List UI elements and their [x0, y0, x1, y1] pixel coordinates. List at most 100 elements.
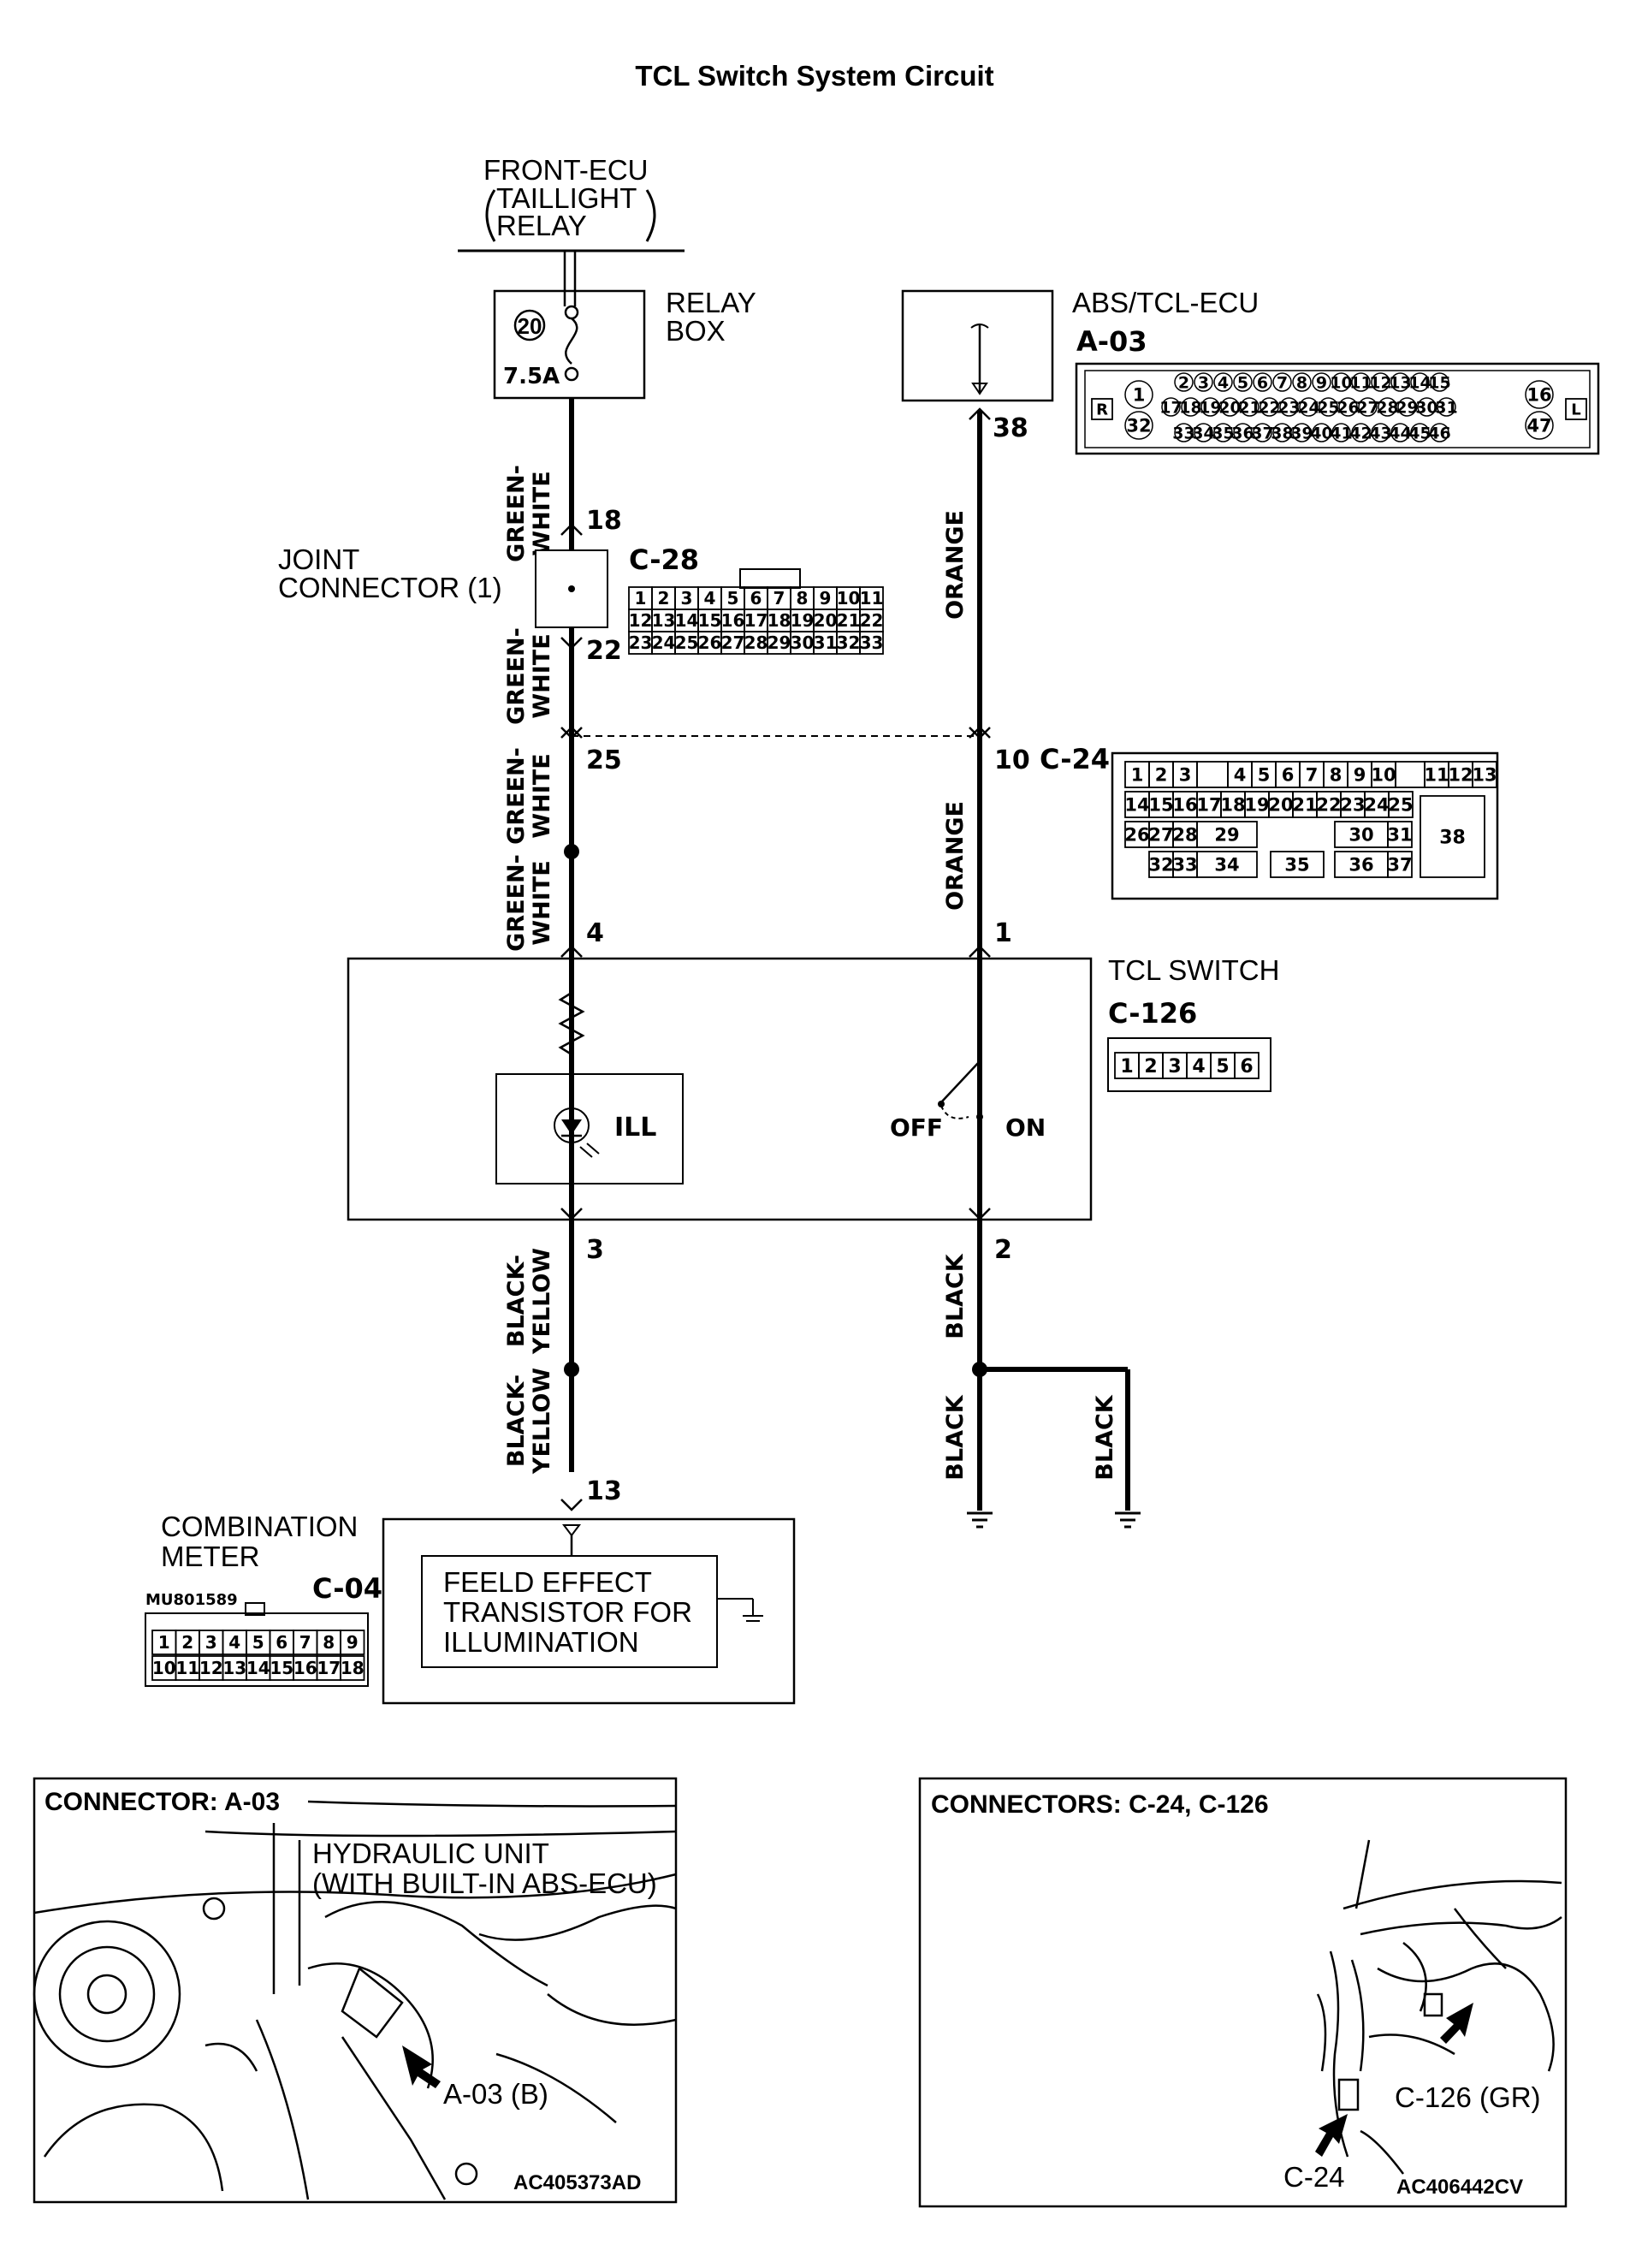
- a03-pin-39: 39: [1290, 424, 1313, 442]
- c24-pin-11: 11: [1424, 765, 1449, 786]
- a03-pin-47-cell: [1525, 411, 1554, 440]
- a03-pin-2-cell: [1174, 372, 1194, 392]
- front-ecu-block: FRONT-ECU TAILLIGHT RELAY: [458, 154, 685, 252]
- c04-pin-6: 6: [276, 1632, 287, 1653]
- switch-pin-2: 2: [994, 1235, 1012, 1265]
- c24-pin-35: 35: [1284, 855, 1309, 876]
- page-title: TCL Switch System Circuit: [635, 60, 993, 92]
- c28-pin-21: 21: [837, 610, 861, 631]
- a03-pin-24-cell: [1299, 397, 1319, 417]
- c04-pin-7: 7: [299, 1632, 311, 1653]
- c24-blank-b-cell: [1395, 761, 1426, 788]
- a03-pin-32-cell: [1124, 411, 1153, 440]
- c24-pin-20: 20: [1268, 795, 1293, 816]
- c24-pin-12: 12: [1448, 765, 1473, 786]
- c24-pin-8: 8: [1330, 765, 1343, 786]
- wire-label-black-yellow-2: BLACK-YELLOW: [503, 1368, 555, 1475]
- wire-label-green-white-1: GREEN-WHITE: [503, 465, 555, 562]
- engine-bay-illustration: [33, 1800, 677, 2200]
- c24-pin-29: 29: [1214, 825, 1239, 846]
- a03-pin-7: 7: [1277, 373, 1288, 392]
- c28-pin-2: 2: [658, 588, 670, 609]
- meter-part-number: MU801589: [145, 1591, 238, 1609]
- switch-off-label: OFF: [890, 1113, 943, 1142]
- a03-pin-38: 38: [1271, 424, 1293, 442]
- fuse-number-circle: [513, 309, 546, 341]
- a03-pin-1-cell: [1124, 380, 1153, 409]
- a03-pin-12-cell: [1371, 372, 1390, 392]
- c28-pin-18: 18: [768, 610, 791, 631]
- panel-c24-callout1: C-126 (GR): [1395, 2081, 1541, 2113]
- c04-pin-18-cell: [340, 1655, 365, 1681]
- c28-pin-5: 5: [727, 588, 739, 609]
- c24-pin-10: 10: [994, 745, 1030, 775]
- c24-pin-18: 18: [1220, 795, 1245, 816]
- wire-label-green-white-2: GREEN-WHITE: [503, 627, 555, 725]
- c28-pin-20: 20: [814, 610, 838, 631]
- a03-pin-34: 34: [1192, 424, 1214, 442]
- c28-pin-1: 1: [635, 588, 647, 609]
- c24-pin-6: 6: [1282, 765, 1295, 786]
- c28-pin-3: 3: [681, 588, 693, 609]
- c24-pin-37: 37: [1387, 855, 1412, 876]
- a03-pin-45-cell: [1410, 423, 1430, 442]
- splice-green-white: [564, 844, 579, 859]
- a03-pin-11-cell: [1351, 372, 1371, 392]
- c24-pin-38-cell: [1420, 795, 1485, 878]
- a03-pin-35-cell: [1213, 423, 1233, 442]
- c24-pin-9: 9: [1354, 765, 1366, 786]
- c04-pin-11: 11: [175, 1658, 199, 1678]
- pin-numbers: 38 18 22 25 10 4 1 3 2 13: [586, 413, 1030, 1506]
- a03-pin-21-cell: [1240, 397, 1260, 417]
- c24-pin-3: 3: [1179, 765, 1192, 786]
- panel-connector-a03: CONNECTOR: A-03 HYDRAULIC UNIT (WITH BUI…: [33, 1777, 678, 2204]
- a03-pin-33-cell: [1174, 423, 1194, 442]
- relay-label: RELAY: [496, 210, 587, 241]
- a03-pin-l-cell: [1565, 398, 1587, 420]
- a03-pin-8: 8: [1296, 373, 1307, 392]
- a03-pin-25: 25: [1317, 398, 1339, 417]
- c24-pin-24: 24: [1364, 795, 1389, 816]
- c04-pin-9: 9: [347, 1632, 359, 1653]
- c04-pin-2: 2: [181, 1632, 193, 1653]
- c28-pin-13: 13: [652, 610, 676, 631]
- switch-pin-1: 1: [994, 918, 1012, 948]
- panel-a03-title: CONNECTOR: A-03: [44, 1788, 280, 1816]
- switch-pin-3: 3: [586, 1235, 604, 1265]
- joint-pin-18: 18: [586, 506, 622, 536]
- c24-pin-26: 26: [1124, 825, 1149, 846]
- a03-pin-47: 47: [1526, 416, 1551, 436]
- a03-pin-37-cell: [1253, 423, 1272, 442]
- panel-c24-title: CONNECTORS: C-24, C-126: [931, 1790, 1269, 1819]
- c126-pin-6: 6: [1240, 1056, 1253, 1078]
- a03-pin-43-cell: [1371, 423, 1390, 442]
- switch-on-label: ON: [1005, 1113, 1046, 1142]
- c28-pin-4: 4: [704, 588, 716, 609]
- wire-label-orange-1: ORANGE: [942, 510, 969, 620]
- ground-symbols: [967, 1511, 1141, 1529]
- c28-pin-15: 15: [698, 610, 722, 631]
- a03-pin-9: 9: [1316, 373, 1327, 392]
- c04-pin-18: 18: [341, 1658, 365, 1678]
- right-wire: [972, 411, 1130, 1511]
- a03-pin-24: 24: [1297, 398, 1319, 417]
- c04-label: C-04: [312, 1572, 382, 1605]
- c28-pin-7: 7: [774, 588, 785, 609]
- c28-pin-33: 33: [860, 632, 884, 653]
- a03-pin-31-cell: [1437, 397, 1456, 417]
- wire-label-green-white-3: GREEN-WHITE: [503, 747, 555, 845]
- a03-pin-43: 43: [1369, 424, 1391, 442]
- a03-pin-19: 19: [1199, 398, 1221, 417]
- a03-pin-29-cell: [1397, 397, 1417, 417]
- a03-pin-10-cell: [1331, 372, 1351, 392]
- c24-pin-38: 38: [1439, 827, 1466, 848]
- a03-pin-26: 26: [1337, 398, 1359, 417]
- wire-labels: GREEN-WHITE GREEN-WHITE GREEN-WHITE GREE…: [503, 465, 1118, 1481]
- c04-pin-12: 12: [199, 1658, 223, 1678]
- a03-pin-7-cell: [1272, 372, 1292, 392]
- panel-a03-line1: HYDRAULIC UNIT: [312, 1838, 549, 1869]
- c24-pin-28: 28: [1172, 825, 1197, 846]
